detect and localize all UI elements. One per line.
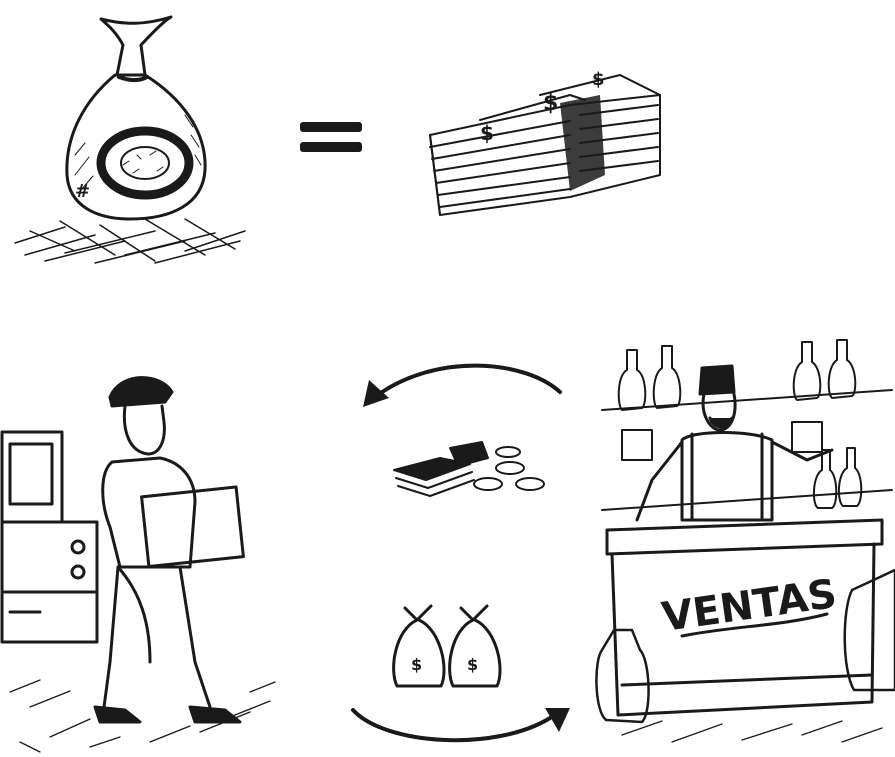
arrow-to-shop (345, 690, 580, 752)
bill-symbol: $ (480, 121, 494, 145)
grain-sack-icon: # (5, 5, 255, 270)
bag-left-symbol: $ (411, 655, 422, 674)
money-bags-icon: $ $ (385, 600, 510, 695)
bag-right-symbol: $ (467, 655, 478, 674)
grain-sack-illustration: # (5, 5, 255, 270)
money-and-coins (390, 440, 550, 500)
equals-icon (296, 118, 366, 158)
sack-symbol: # (75, 181, 90, 202)
band-symbol: $ (543, 91, 558, 116)
arrow-to-farmer (355, 352, 570, 422)
arrow-icon (355, 352, 570, 422)
money-stack-icon: $ $ $ (420, 65, 670, 220)
money-bags: $ $ (385, 600, 510, 695)
equals-sign (296, 118, 366, 158)
arrow-icon (345, 690, 580, 752)
coins-icon (390, 440, 550, 500)
money-stack-illustration: $ $ $ (420, 65, 670, 220)
farmer-illustration (0, 362, 285, 757)
shop-icon: VENTAS (592, 330, 895, 757)
top-bill-symbol: $ (592, 69, 605, 90)
farmer-icon (0, 362, 285, 757)
shop-illustration: VENTAS (592, 330, 895, 757)
ventas-sign: VENTAS (659, 571, 839, 641)
